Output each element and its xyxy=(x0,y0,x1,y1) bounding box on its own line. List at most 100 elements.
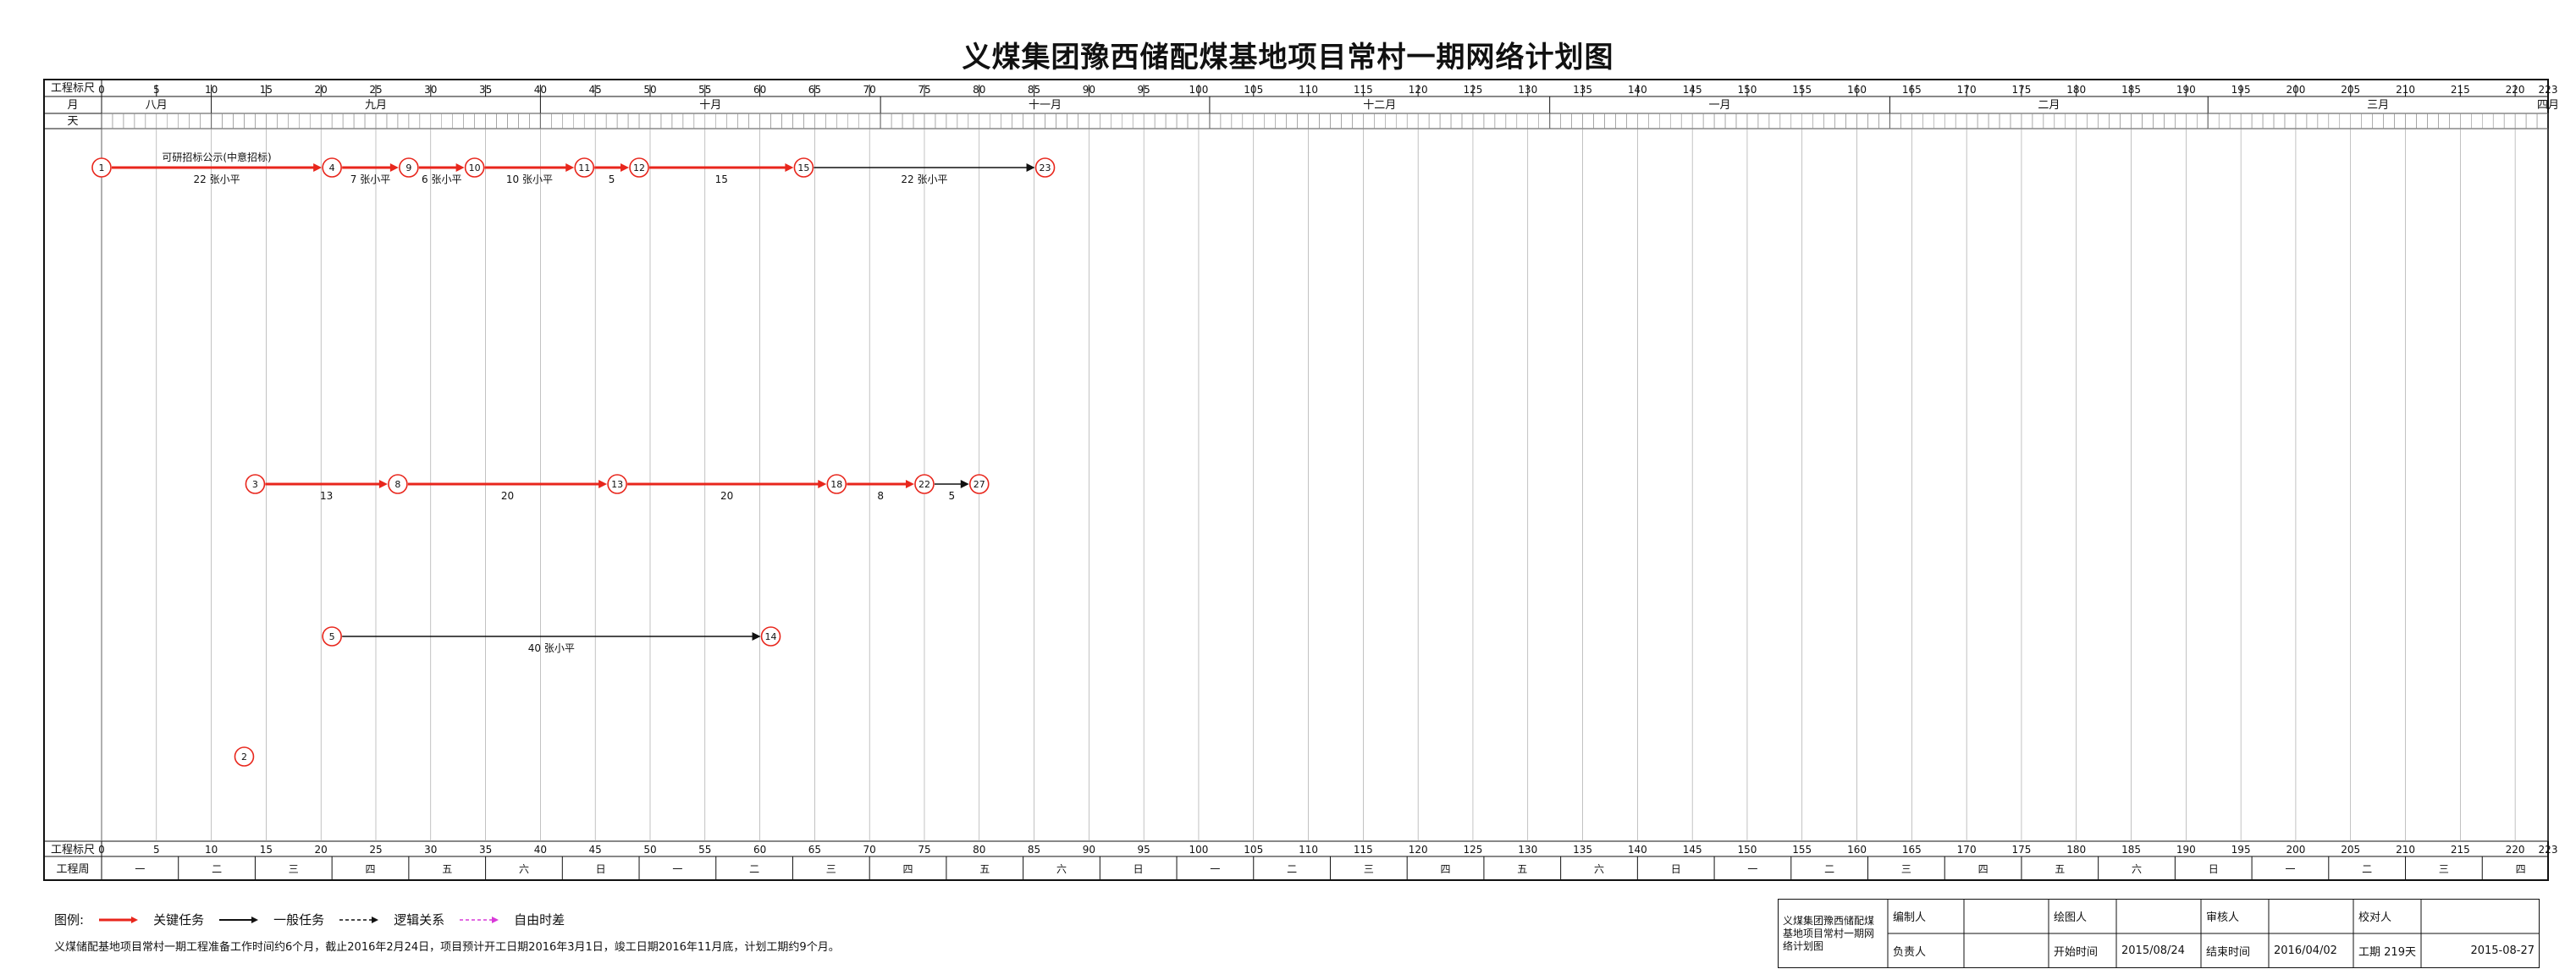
day-cell xyxy=(2229,113,2242,129)
day-cell xyxy=(1406,113,1419,129)
day-cell xyxy=(1045,113,1056,129)
day-cell xyxy=(2218,113,2231,129)
day-cell xyxy=(2087,113,2099,129)
day-cell xyxy=(2394,113,2406,129)
day-cell xyxy=(693,113,706,129)
event-node-15 xyxy=(793,157,814,178)
activity-duration-7: 13 xyxy=(320,490,333,502)
page-title: 义煤集团豫西储配煤基地项目常村一期网络计划图 xyxy=(962,41,1614,74)
day-cell xyxy=(1308,113,1320,129)
day-cell xyxy=(408,113,421,129)
day-cell xyxy=(902,113,914,129)
day-cell xyxy=(682,113,695,129)
chart-frame xyxy=(43,79,2549,881)
day-cell xyxy=(397,113,410,129)
arrowhead-5 xyxy=(785,163,794,172)
scale-tick-label: 35 xyxy=(479,84,492,96)
arrowhead-10 xyxy=(905,480,914,488)
scale-tick-label: 195 xyxy=(2231,84,2251,96)
tb-approved-label: 校对人 xyxy=(2358,911,2392,924)
day-cell xyxy=(222,113,234,129)
day-cell xyxy=(430,113,442,129)
day-cell xyxy=(847,113,859,129)
event-node-label-10: 10 xyxy=(469,162,481,173)
scale-tick-label: 220 xyxy=(2506,84,2525,96)
day-cell xyxy=(1363,113,1375,129)
tb-start-label: 开始时间 xyxy=(2054,946,2099,959)
tb-owner-label: 负责人 xyxy=(1893,946,1927,959)
day-cell xyxy=(2383,113,2395,129)
day-cell xyxy=(2262,113,2275,129)
day-cell xyxy=(1461,113,1474,129)
scale-tick-label: 95 xyxy=(1138,84,1150,96)
event-node-27 xyxy=(968,474,990,494)
day-cell xyxy=(1187,113,1200,129)
arrowhead-4 xyxy=(621,163,630,172)
day-cell xyxy=(1823,113,1835,129)
day-cell xyxy=(112,113,124,129)
day-cell xyxy=(2240,113,2253,129)
tb-date: 2015-08-27 xyxy=(2470,944,2535,957)
bottom-scale-label: 155 xyxy=(1792,844,1812,856)
day-cell xyxy=(1604,113,1616,129)
week-weekday-label: 日 xyxy=(1134,863,1144,875)
day-cell xyxy=(2350,113,2362,129)
week-weekday-label: 三 xyxy=(826,863,836,875)
scale-tick-label: 90 xyxy=(1083,84,1095,96)
event-node-label-9: 9 xyxy=(405,162,411,173)
day-cell xyxy=(2405,113,2417,129)
event-node-22 xyxy=(914,474,935,494)
bottom-scale-label: 140 xyxy=(1628,844,1647,856)
day-cell xyxy=(935,113,947,129)
scale-tick-label: 60 xyxy=(753,84,766,96)
tb-drawing-label: 绘图人 xyxy=(2054,911,2088,924)
day-cell xyxy=(2021,113,2033,129)
day-cell xyxy=(1713,113,1726,129)
bottom-scale-label: 145 xyxy=(1683,844,1702,856)
event-node-label-23: 23 xyxy=(1040,162,1051,173)
event-node-label-18: 18 xyxy=(830,479,842,490)
week-weekday-label: 四 xyxy=(366,863,376,875)
bottom-scale-label: 215 xyxy=(2451,844,2470,856)
scale-tick-label: 215 xyxy=(2451,84,2470,96)
critical-line-icon xyxy=(99,916,139,923)
bottom-scale-label: 220 xyxy=(2506,844,2525,856)
bottom-scale-label: 210 xyxy=(2396,844,2415,856)
day-cell xyxy=(1999,113,2011,129)
day-cell xyxy=(1012,113,1023,129)
day-cell xyxy=(463,113,475,129)
day-cell xyxy=(1779,113,1792,129)
month-label-0: 八月 xyxy=(146,99,168,112)
month-label-1: 九月 xyxy=(365,99,387,112)
day-cell xyxy=(1023,113,1034,129)
bottom-scale-label: 65 xyxy=(808,844,821,856)
day-cell xyxy=(320,113,333,129)
event-node-label-3: 3 xyxy=(252,479,258,490)
event-node-label-15: 15 xyxy=(797,162,809,173)
day-cell xyxy=(1385,113,1397,129)
day-cell xyxy=(1209,113,1222,129)
bottom-scale-label: 55 xyxy=(698,844,711,856)
day-cell xyxy=(2098,113,2110,129)
day-cell xyxy=(2416,113,2428,129)
day-cell xyxy=(1889,113,1901,129)
day-cell xyxy=(1582,113,1594,129)
day-cell xyxy=(1988,113,2000,129)
day-cell xyxy=(309,113,322,129)
day-cell xyxy=(1111,113,1123,129)
week-weekday-label: 四 xyxy=(2516,863,2526,875)
day-cell xyxy=(2471,113,2483,129)
day-cell xyxy=(573,113,585,129)
scale-tick-label: 115 xyxy=(1354,84,1373,96)
scale-tick-label: 105 xyxy=(1244,84,1263,96)
week-weekday-label: 二 xyxy=(749,863,759,875)
event-node-9 xyxy=(399,157,419,178)
bottom-scale-label: 30 xyxy=(424,844,437,856)
event-node-11 xyxy=(574,157,595,178)
scale-tick-label: 185 xyxy=(2121,84,2141,96)
day-cell xyxy=(1680,113,1693,129)
week-weekday-label: 一 xyxy=(1747,863,1757,875)
day-cell xyxy=(474,113,486,129)
scale-tick-label: 25 xyxy=(369,84,382,96)
